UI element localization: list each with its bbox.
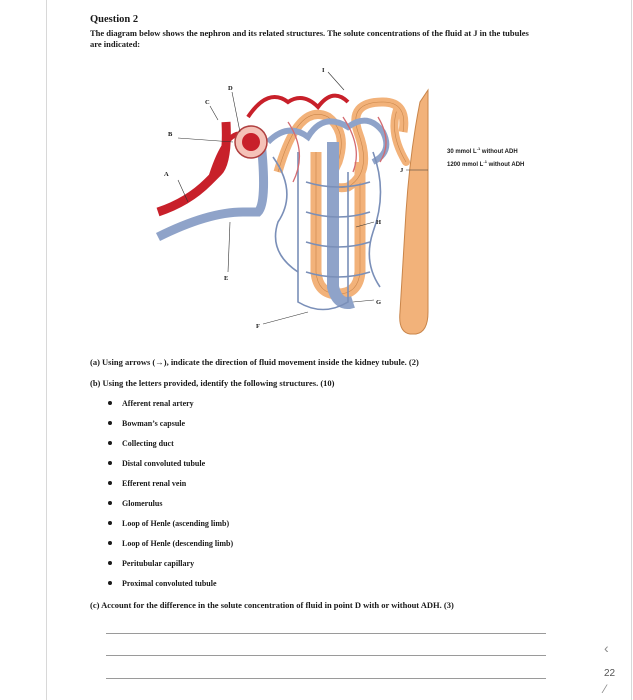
list-item: Loop of Henle (descending limb) — [108, 533, 233, 553]
list-item: Collecting duct — [108, 433, 233, 453]
bullet-icon — [108, 401, 112, 405]
answer-line[interactable] — [106, 655, 546, 656]
label-b: B — [168, 131, 173, 138]
label-h: H — [376, 219, 381, 226]
scroll-up-icon[interactable]: ‹ — [604, 640, 609, 656]
list-item: Efferent renal vein — [108, 473, 233, 493]
bullet-icon — [108, 481, 112, 485]
label-f: F — [256, 323, 260, 330]
question-title: Question 2 — [90, 14, 139, 25]
bullet-icon — [108, 421, 112, 425]
answer-line[interactable] — [106, 678, 546, 679]
structure-list: Afferent renal artery Bowman’s capsule C… — [108, 393, 233, 593]
bullet-icon — [108, 441, 112, 445]
renal-vein — [155, 131, 269, 242]
part-b: (b) Using the letters provided, identify… — [90, 378, 335, 388]
list-item: Afferent renal artery — [108, 393, 233, 413]
bullet-icon — [108, 541, 112, 545]
scroll-down-icon[interactable]: ⁄ — [604, 682, 607, 696]
label-c: C — [205, 99, 210, 106]
list-item: Proximal convoluted tubule — [108, 573, 233, 593]
answer-line[interactable] — [106, 633, 546, 634]
collecting-duct — [399, 88, 429, 335]
nephron-diagram: A B C D E F G H I J — [155, 67, 429, 335]
label-d: D — [228, 85, 233, 92]
label-j: J — [400, 167, 404, 174]
bullet-icon — [108, 521, 112, 525]
concentration-label-2: 1200 mmol L-1 without ADH — [447, 159, 525, 168]
list-item: Loop of Henle (ascending limb) — [108, 513, 233, 533]
label-e: E — [224, 275, 228, 282]
bullet-icon — [108, 581, 112, 585]
bullet-icon — [108, 461, 112, 465]
page-number: 22 — [604, 668, 616, 679]
list-item: Peritubular capillary — [108, 553, 233, 573]
question-intro: The diagram below shows the nephron and … — [90, 28, 529, 49]
bullet-icon — [108, 501, 112, 505]
list-item: Bowman’s capsule — [108, 413, 233, 433]
part-c: (c) Account for the difference in the so… — [90, 600, 454, 610]
part-a: (a) Using arrows (→), indicate the direc… — [90, 357, 419, 367]
document-page — [46, 0, 632, 700]
concentration-label-1: 30 mmol L-1 without ADH — [447, 146, 518, 155]
list-item: Distal convoluted tubule — [108, 453, 233, 473]
glomerulus — [242, 133, 260, 151]
label-i: I — [322, 67, 325, 74]
bullet-icon — [108, 561, 112, 565]
list-item: Glomerulus — [108, 493, 233, 513]
label-a: A — [164, 171, 169, 178]
label-g: G — [376, 299, 381, 306]
vasa-recta-vein — [327, 142, 355, 309]
